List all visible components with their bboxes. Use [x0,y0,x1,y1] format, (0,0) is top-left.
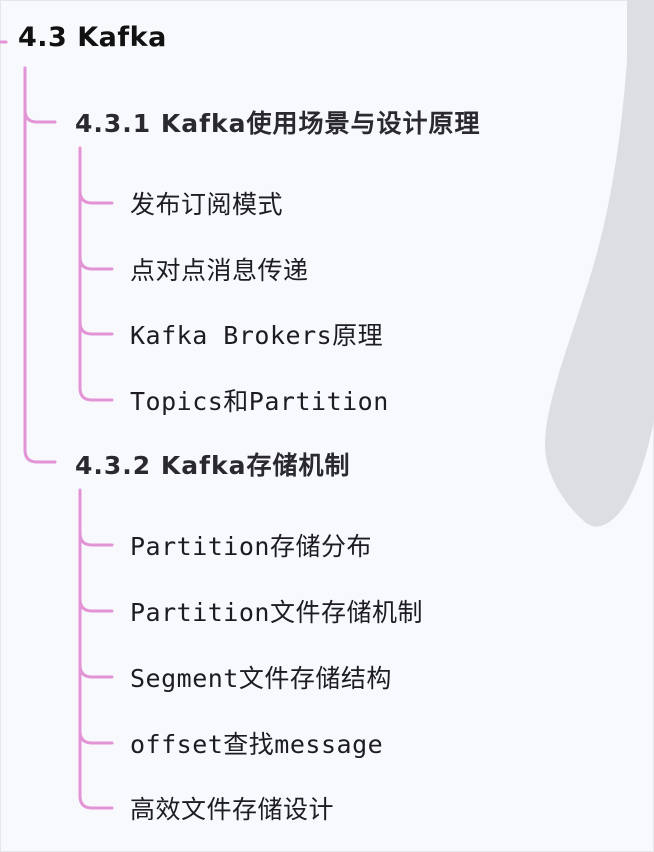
topic-node[interactable]: 高效文件存储设计 [130,795,335,824]
topic-node[interactable]: Segment文件存储结构 [130,664,392,693]
topic-node[interactable]: Partition存储分布 [130,532,372,561]
topic-node[interactable]: Kafka Brokers原理 [130,321,384,350]
section-node-usage-design[interactable]: 4.3.1 Kafka使用场景与设计原理 [75,109,481,138]
topic-node[interactable]: Partition文件存储机制 [130,598,423,627]
topic-node[interactable]: 发布订阅模式 [130,190,284,219]
topic-node[interactable]: 点对点消息传递 [130,256,309,285]
section-node-storage[interactable]: 4.3.2 Kafka存储机制 [75,451,351,480]
topic-node[interactable]: offset查找message [130,730,384,759]
topic-node[interactable]: Topics和Partition [130,387,389,416]
root-node[interactable]: 4.3 Kafka [18,22,167,53]
